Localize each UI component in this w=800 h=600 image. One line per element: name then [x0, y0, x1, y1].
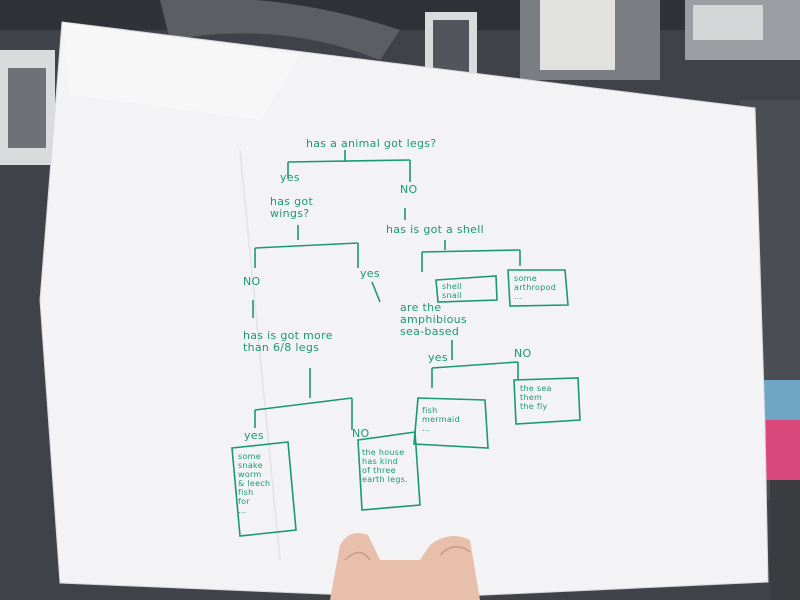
box-c-text: fish mermaid ...: [422, 406, 460, 433]
paper-sheet: [39, 21, 769, 599]
question-amphibious: are the amphibious sea-based: [400, 301, 467, 338]
label-yes-2: yes: [360, 267, 380, 280]
label-yes-4: yes: [244, 429, 264, 442]
finger-nail: [439, 546, 471, 556]
paper-fold: [239, 149, 281, 561]
flowchart-lines: [252, 150, 521, 430]
shelf-dark: [770, 480, 800, 600]
label-no-1: NO: [400, 183, 418, 196]
left-picture: [8, 68, 46, 148]
label-yes-1: yes: [280, 171, 300, 184]
question-shell: has is got a shell: [386, 223, 484, 236]
top-picture: [433, 20, 469, 74]
box-shell-1-text: shell snail: [442, 282, 463, 300]
flowchart-boxes: [231, 269, 581, 537]
root-question: has a animal got legs?: [306, 137, 437, 150]
paper-highlight: [62, 22, 300, 120]
box-a-text: some snake worm & leech fish for ...: [238, 452, 271, 515]
label-no-3: NO: [514, 347, 532, 360]
ceiling-shadow: [0, 0, 800, 30]
question-legs-count: has is got more than 6/8 legs: [243, 329, 333, 354]
hand: [330, 532, 480, 600]
thumb-nail: [344, 551, 371, 561]
wall-poster: [693, 5, 763, 40]
label-no-4: NO: [352, 427, 370, 440]
box-shell-2-text: some arthropod ...: [514, 274, 557, 301]
box-b-text: the house has kind of three earth legs.: [362, 448, 409, 484]
pink-object: [760, 420, 800, 480]
question-wings: has got wings?: [270, 195, 314, 220]
label-no-2: NO: [243, 275, 261, 288]
box-d-text: the sea them the fly: [520, 384, 552, 411]
arch-light: [160, 0, 400, 60]
label-yes-3: yes: [428, 351, 448, 364]
poster: [540, 0, 615, 70]
